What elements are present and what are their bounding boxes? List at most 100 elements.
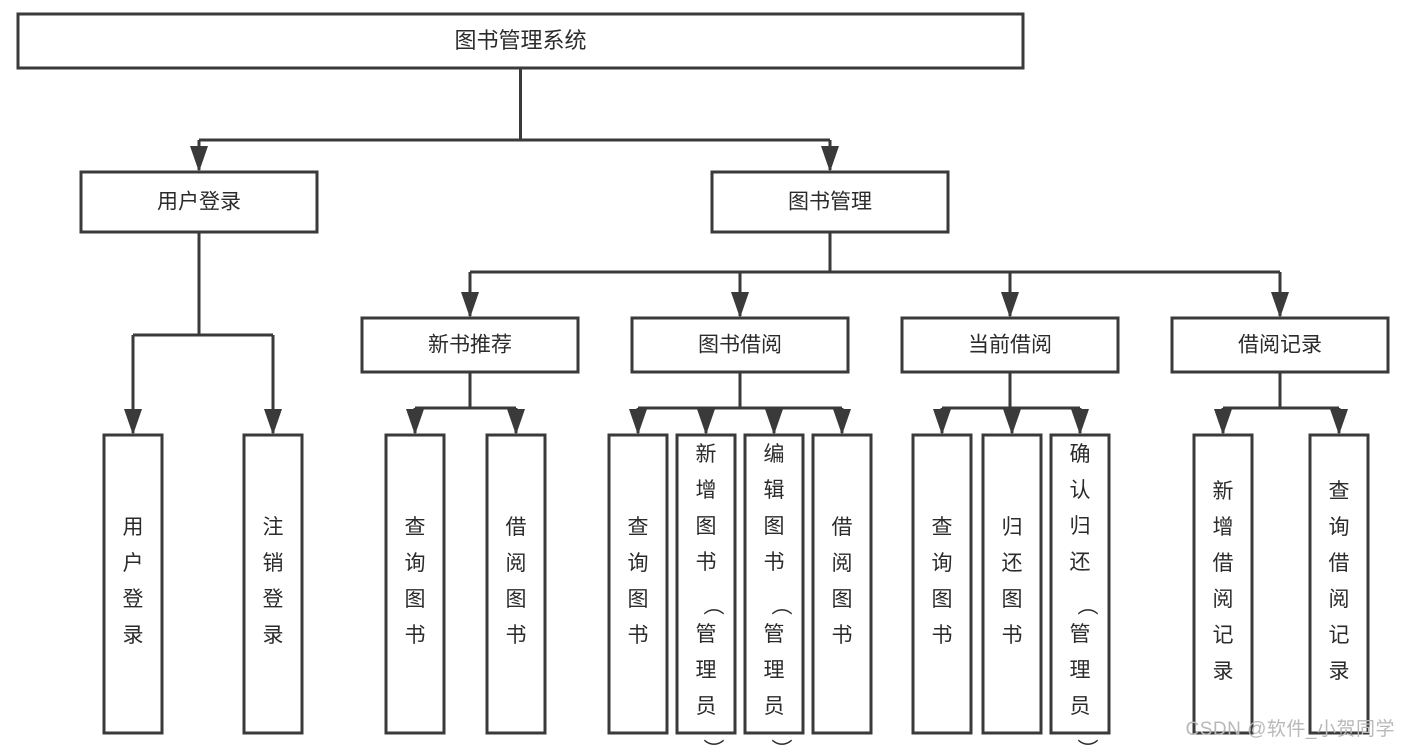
svg-text:阅: 阅 — [1329, 588, 1350, 611]
node-label-new-book-rec: 新书推荐 — [428, 334, 512, 357]
node-rect-user-login — [79, 170, 319, 234]
leaf-rect-leaf-add-record — [1192, 433, 1254, 735]
svg-text:借: 借 — [1213, 552, 1234, 575]
node-rect-current-borrow — [900, 316, 1120, 374]
svg-text:询: 询 — [932, 552, 953, 575]
svg-text:）: ） — [769, 739, 792, 748]
leaf-rect-leaf-add-book — [675, 433, 737, 735]
node-new-book-rec[interactable]: 新书推荐 — [360, 316, 580, 374]
leaf-rect-leaf-confirm-return — [1049, 433, 1111, 735]
svg-text:借: 借 — [1329, 552, 1350, 575]
arrow-down-icon-leaf-new-book-rec-0 — [406, 409, 424, 435]
svg-text:（: （ — [1075, 595, 1098, 616]
arrow-down-icon-leaf-book-borrow-0 — [629, 409, 647, 435]
node-user-login[interactable]: 用户登录 — [79, 170, 319, 234]
node-rect-book-borrow — [630, 316, 850, 374]
svg-text:新: 新 — [1213, 480, 1234, 503]
svg-text:图: 图 — [628, 588, 649, 611]
arrow-down-icon-leaf-current-borrow-1 — [1003, 409, 1021, 435]
svg-text:编: 编 — [764, 443, 785, 466]
svg-text:借: 借 — [832, 516, 853, 539]
svg-text:书: 书 — [1002, 624, 1023, 647]
svg-text:图: 图 — [405, 588, 426, 611]
svg-text:图: 图 — [832, 588, 853, 611]
svg-text:增: 增 — [696, 479, 717, 502]
arrow-down-icon-leaf-current-borrow-0 — [933, 409, 951, 435]
arrow-down-icon-l2-1 — [821, 146, 839, 172]
svg-text:录: 录 — [263, 624, 284, 647]
arrow-down-icon-l3-0 — [461, 292, 479, 318]
connector-lines — [124, 68, 1348, 435]
svg-text:还: 还 — [1070, 551, 1091, 574]
leaf-label-leaf-user-login: 用户登录 — [123, 516, 144, 647]
svg-text:用: 用 — [123, 516, 144, 539]
arrow-down-icon-l3-1 — [731, 292, 749, 318]
node-borrow-record[interactable]: 借阅记录 — [1170, 316, 1390, 374]
svg-text:询: 询 — [628, 552, 649, 575]
leaf-rect-leaf-user-login — [102, 433, 164, 735]
svg-text:管: 管 — [696, 623, 717, 646]
svg-text:）: ） — [701, 739, 724, 748]
svg-text:辑: 辑 — [764, 479, 785, 502]
svg-text:图: 图 — [764, 515, 785, 538]
leaf-rect-leaf-query-book-2 — [607, 433, 669, 735]
node-rect-new-book-rec — [360, 316, 580, 374]
svg-text:管: 管 — [764, 623, 785, 646]
node-book-borrow[interactable]: 图书借阅 — [630, 316, 850, 374]
arrow-down-icon-leaf-borrow-record-1 — [1330, 409, 1348, 435]
svg-text:理: 理 — [696, 659, 717, 682]
svg-text:书: 书 — [832, 624, 853, 647]
svg-text:图: 图 — [932, 588, 953, 611]
svg-text:书: 书 — [696, 551, 717, 574]
arrow-down-icon-leaf-book-borrow-1 — [697, 409, 715, 435]
svg-text:员: 员 — [764, 695, 785, 718]
node-label-book-borrow: 图书借阅 — [698, 334, 782, 357]
leaf-rect-leaf-edit-book — [743, 433, 805, 735]
svg-text:理: 理 — [1070, 659, 1091, 682]
svg-text:录: 录 — [123, 624, 144, 647]
node-root[interactable]: 图书管理系统 — [16, 12, 1025, 70]
svg-text:确: 确 — [1070, 443, 1091, 466]
svg-text:（: （ — [701, 595, 724, 616]
svg-text:户: 户 — [123, 552, 144, 575]
svg-text:书: 书 — [764, 551, 785, 574]
node-label-user-login: 用户登录 — [157, 191, 241, 214]
svg-text:图: 图 — [696, 515, 717, 538]
node-rect-root — [16, 12, 1025, 70]
svg-text:员: 员 — [696, 695, 717, 718]
leaf-rect-leaf-query-book-3 — [911, 433, 973, 735]
leaf-rect-leaf-borrow-book-2 — [811, 433, 873, 735]
node-book-manage[interactable]: 图书管理 — [710, 170, 950, 234]
svg-text:（: （ — [769, 595, 792, 616]
leaf-rect-leaf-query-record — [1308, 433, 1370, 735]
svg-text:查: 查 — [405, 516, 426, 539]
node-current-borrow[interactable]: 当前借阅 — [900, 316, 1120, 374]
leaf-leaf-user-login[interactable]: 用户登录 — [102, 433, 164, 735]
node-label-book-manage: 图书管理 — [788, 191, 872, 214]
svg-text:登: 登 — [263, 588, 284, 611]
arrow-down-icon-leaf-borrow-record-0 — [1214, 409, 1232, 435]
svg-text:书: 书 — [932, 624, 953, 647]
svg-text:查: 查 — [932, 516, 953, 539]
leaf-rect-leaf-borrow-book-1 — [485, 433, 547, 735]
svg-text:录: 录 — [1213, 660, 1234, 683]
svg-text:书: 书 — [506, 624, 527, 647]
